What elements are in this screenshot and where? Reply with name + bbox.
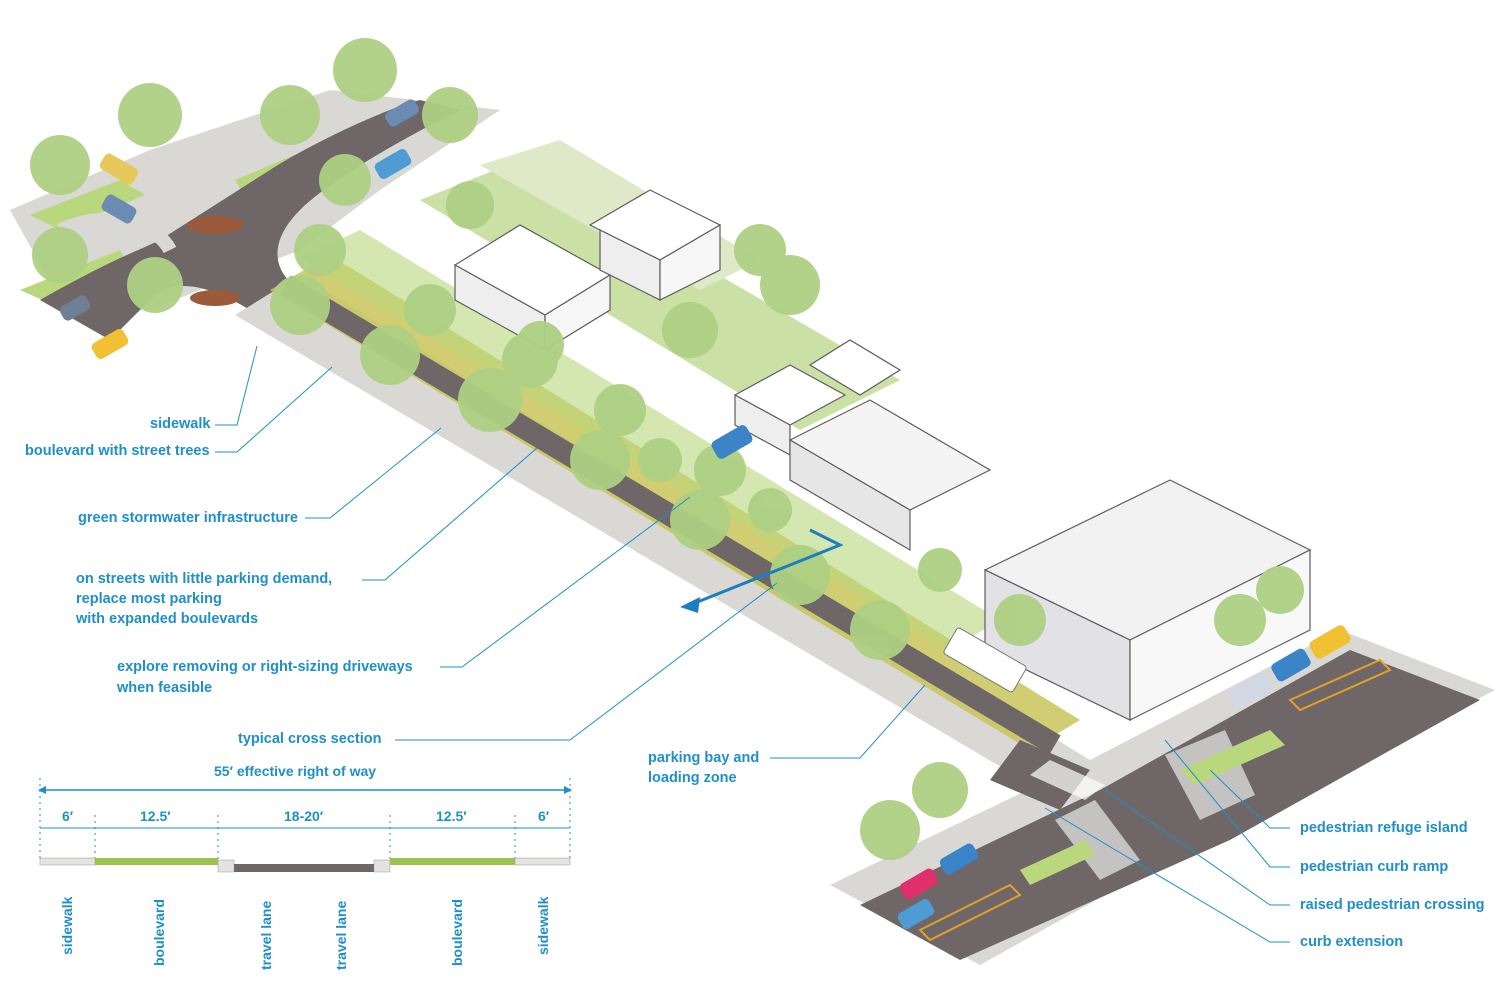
width-sidewalk-left: 6′ — [62, 808, 74, 824]
label-curb-extension: curb extension — [1300, 934, 1404, 950]
label-boulevard-trees: boulevard with street trees — [25, 443, 210, 459]
label-parking-line2: replace most parking — [76, 591, 222, 607]
width-boulevard-right: 12.5′ — [436, 808, 467, 824]
lane-label-boulevard-right: boulevard — [449, 899, 465, 966]
lower-intersection — [830, 630, 1495, 965]
section-arrow — [680, 528, 844, 613]
lane-label-boulevard-left: boulevard — [151, 899, 167, 966]
label-driveways-line1: explore removing or right-sizing drivewa… — [117, 659, 413, 675]
label-refuge-island: pedestrian refuge island — [1300, 820, 1468, 836]
width-boulevard-left: 12.5′ — [140, 808, 171, 824]
label-parking-bay-line1: parking bay and — [648, 750, 760, 766]
lane-label-travel-lane-left: travel lane — [258, 900, 274, 970]
label-curb-ramp: pedestrian curb ramp — [1300, 859, 1449, 875]
street-trees — [30, 38, 1304, 860]
label-parking-bay-line2: loading zone — [648, 770, 737, 786]
width-sidewalk-right: 6′ — [538, 808, 550, 824]
lane-label-sidewalk-right: sidewalk — [535, 896, 551, 955]
leader-lines — [215, 345, 1290, 943]
label-driveways-line2: when feasible — [117, 680, 213, 696]
right-of-way-label: 55′ effective right of way — [214, 763, 377, 779]
label-green-stormwater: green stormwater infrastructure — [78, 510, 298, 526]
vehicles — [59, 99, 1351, 929]
cross-section-diagram — [38, 778, 572, 873]
width-travel-lanes: 18-20′ — [284, 808, 324, 824]
label-parking-line3: with expanded boulevards — [76, 611, 259, 627]
label-cross-section: typical cross section — [238, 731, 382, 747]
lane-label-sidewalk-left: sidewalk — [59, 896, 75, 955]
label-parking-line1: on streets with little parking demand, — [76, 571, 333, 587]
label-raised-crossing: raised pedestrian crossing — [1300, 897, 1485, 913]
label-sidewalk: sidewalk — [150, 416, 211, 432]
lane-label-travel-lane-right: travel lane — [333, 900, 349, 970]
